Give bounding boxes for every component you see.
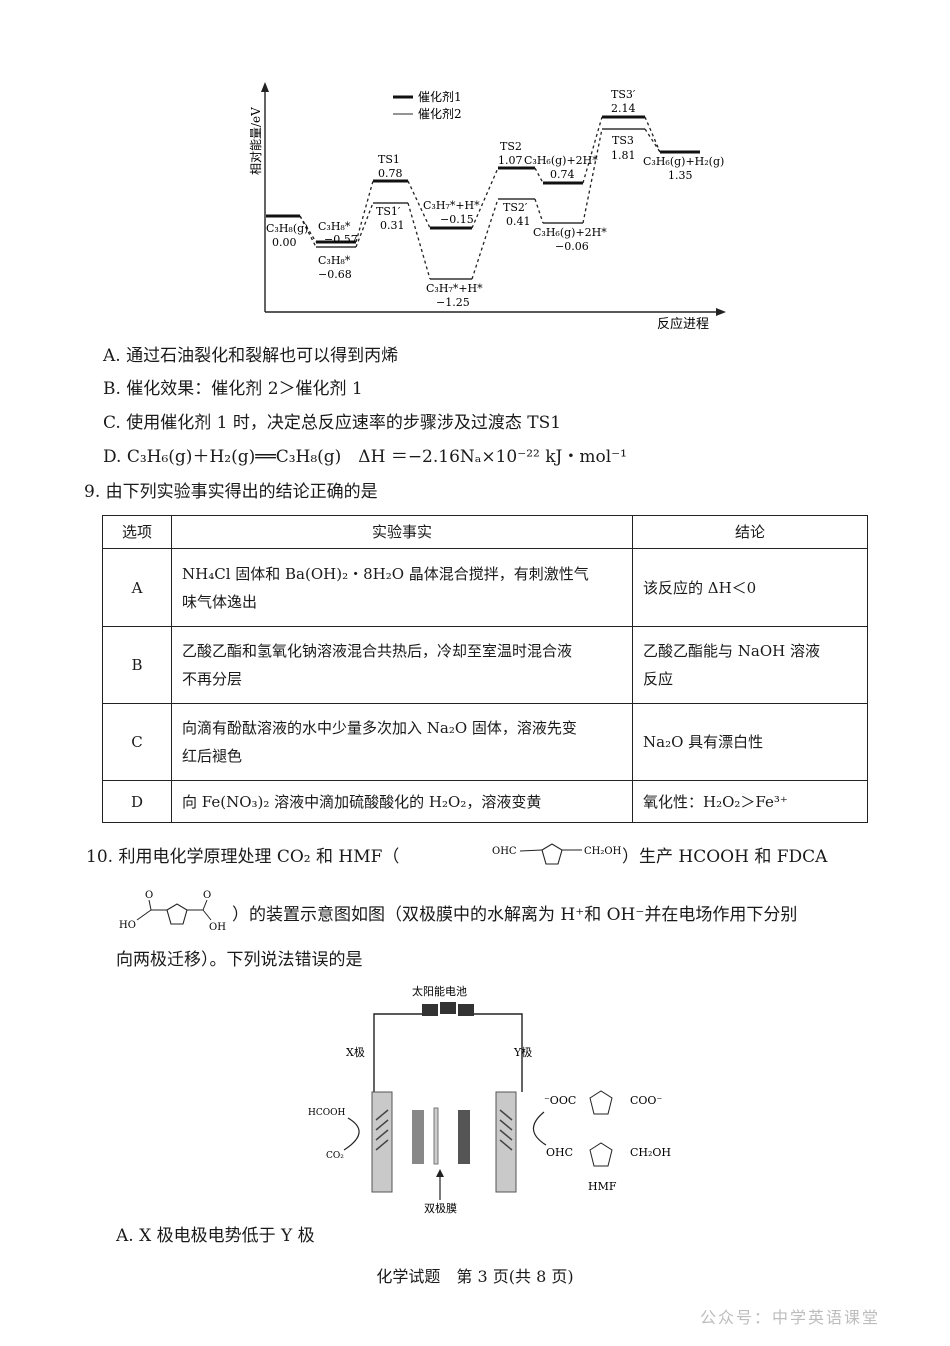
svg-text:O: O — [145, 890, 153, 901]
svg-text:CH₂OH: CH₂OH — [584, 846, 622, 857]
svg-text:C₃H₇*+H*: C₃H₇*+H* — [426, 282, 483, 295]
svg-text:−1.25: −1.25 — [436, 296, 470, 309]
x-electrode — [371, 1091, 393, 1193]
hmf-structure: OHC CH₂OH — [492, 843, 622, 865]
question-10-option-a: A. X 极电极电势低于 Y 极 — [116, 1226, 315, 1246]
svg-text:C₃H₇*+H*: C₃H₇*+H* — [423, 199, 480, 212]
catalyst2-levels — [316, 128, 645, 280]
y-axis-label: 相对能量/eV — [249, 107, 263, 175]
svg-text:OHC: OHC — [492, 846, 517, 857]
option-d: D. C₃H₆(g)＋H₂(g)══C₃H₈(g) ΔH ＝−2.16Nₐ×10… — [103, 447, 627, 467]
svg-text:C₃H₆(g)+2H*: C₃H₆(g)+2H* — [524, 154, 598, 167]
svg-text:TS3: TS3 — [612, 134, 634, 147]
svg-text:−0.57: −0.57 — [324, 233, 358, 246]
svg-text:0.41: 0.41 — [506, 215, 531, 228]
svg-text:0.74: 0.74 — [550, 168, 575, 181]
header-option: 选项 — [102, 515, 172, 549]
svg-text:O: O — [203, 890, 211, 901]
svg-text:C₃H₈(g): C₃H₈(g) — [266, 222, 308, 235]
experiment-table: 选项 实验事实 结论 A NH₄Cl 固体和 Ba(OH)₂・8H₂O 晶体混合… — [102, 515, 868, 823]
svg-text:HCOOH: HCOOH — [308, 1108, 345, 1118]
option-b: B. 催化效果：催化剂 2＞催化剂 1 — [103, 379, 363, 399]
bipolar-membrane — [412, 1107, 470, 1165]
x-axis-label: 反应进程 — [657, 316, 709, 332]
svg-text:TS1: TS1 — [378, 153, 400, 166]
header-fact: 实验事实 — [171, 515, 633, 549]
page-footer: 化学试题 第 3 页(共 8 页) — [376, 1267, 574, 1286]
y-electrode-label: Y极 — [513, 1045, 532, 1059]
svg-text:CO₂: CO₂ — [326, 1151, 344, 1161]
svg-text:HO: HO — [119, 920, 136, 931]
question-10-line2: ）的装置示意图如图（双极膜中的水解离为 H⁺和 OH⁻并在电场作用下分别 — [232, 905, 798, 925]
svg-text:1.35: 1.35 — [668, 169, 693, 182]
solar-cell-label: 太阳能电池 — [412, 984, 467, 998]
svg-text:C₃H₈*: C₃H₈* — [318, 254, 351, 267]
svg-text:1.81: 1.81 — [611, 149, 636, 162]
electrolysis-apparatus: 太阳能电池 X极 Y极 双极膜 HCOOH CO₂ ⁻OOC COO⁻ OHC … — [308, 984, 671, 1215]
table-row: A NH₄Cl 固体和 Ba(OH)₂・8H₂O 晶体混合搅拌，有刺激性气味气体… — [102, 548, 868, 627]
catalyst1-levels — [266, 115, 700, 244]
fdca-structure: O O HO OH — [119, 890, 226, 933]
option-a: A. 通过石油裂化和裂解也可以得到丙烯 — [103, 346, 399, 366]
solar-panel-icon — [422, 1002, 474, 1016]
svg-text:−0.68: −0.68 — [318, 268, 352, 281]
svg-text:OH: OH — [209, 922, 226, 933]
svg-text:TS1′: TS1′ — [376, 205, 401, 218]
svg-text:−0.06: −0.06 — [555, 240, 589, 253]
svg-text:COO⁻: COO⁻ — [630, 1094, 662, 1107]
svg-text:CH₂OH: CH₂OH — [630, 1146, 671, 1159]
svg-text:⁻OOC: ⁻OOC — [544, 1094, 576, 1107]
table-row: B 乙酸乙酯和氢氧化钠溶液混合共热后，冷却至室温时混合液不再分层 乙酸乙酯能与 … — [102, 626, 868, 704]
question-10-line3: 向两极迁移）。下列说法错误的是 — [116, 950, 363, 970]
svg-text:C₃H₆(g)+H₂(g): C₃H₆(g)+H₂(g) — [643, 155, 724, 168]
svg-text:TS2′: TS2′ — [503, 201, 528, 214]
question-10-line1a: 10. 利用电化学原理处理 CO₂ 和 HMF（ — [86, 847, 400, 867]
legend-cat2: 催化剂2 — [418, 106, 462, 121]
svg-text:OHC: OHC — [546, 1146, 573, 1159]
svg-text:0.78: 0.78 — [378, 167, 403, 180]
svg-text:TS3′: TS3′ — [611, 88, 636, 101]
y-electrode — [495, 1091, 517, 1193]
svg-text:HMF: HMF — [588, 1180, 617, 1193]
table-row: C 向滴有酚酞溶液的水中少量多次加入 Na₂O 固体，溶液先变红后褪色 Na₂O… — [102, 703, 868, 781]
svg-text:0.31: 0.31 — [380, 219, 405, 232]
svg-text:−0.15: −0.15 — [440, 213, 474, 226]
svg-text:TS2: TS2 — [500, 140, 522, 153]
svg-text:C₃H₆(g)+2H*: C₃H₆(g)+2H* — [533, 226, 607, 239]
svg-text:0.00: 0.00 — [272, 236, 297, 249]
svg-text:1.07: 1.07 — [498, 154, 523, 167]
question-9-stem: 9. 由下列实验事实得出的结论正确的是 — [84, 482, 378, 502]
option-c: C. 使用催化剂 1 时，决定总反应速率的步骤涉及过渡态 TS1 — [103, 413, 562, 433]
table-row: D 向 Fe(NO₃)₂ 溶液中滴加硫酸酸化的 H₂O₂，溶液变黄 氧化性：H₂… — [102, 780, 868, 823]
watermark: 公众号：中学英语课堂 — [700, 1308, 881, 1327]
question-10-line1b: ）生产 HCOOH 和 FDCA — [622, 847, 828, 867]
svg-text:2.14: 2.14 — [611, 102, 636, 115]
energy-profile-diagram: 相对能量/eV 反应进程 催化剂1 催化剂2 C₃H₈(g) 0.00 C₃H₈… — [249, 82, 726, 332]
header-conclusion: 结论 — [632, 515, 868, 549]
svg-text:C₃H₈*: C₃H₈* — [318, 220, 351, 233]
x-electrode-label: X极 — [346, 1045, 365, 1059]
bipolar-membrane-label: 双极膜 — [424, 1201, 457, 1215]
legend-cat1: 催化剂1 — [418, 89, 462, 104]
